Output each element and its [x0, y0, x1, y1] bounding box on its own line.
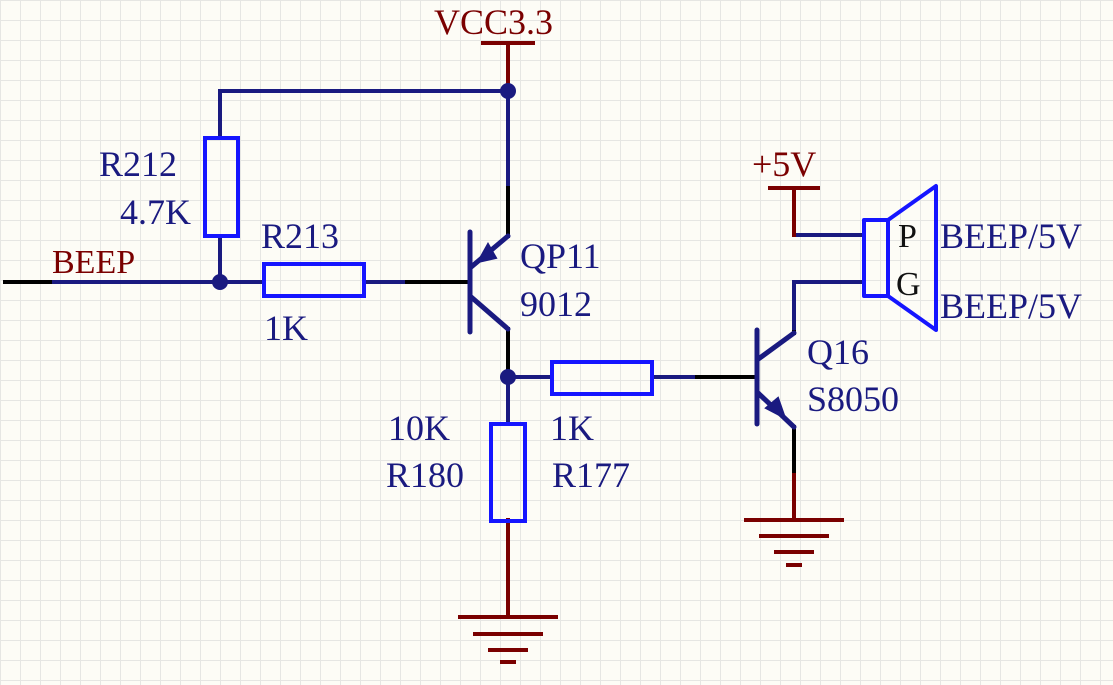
- qp11-collector-line: [467, 293, 511, 332]
- q16-value: S8050: [807, 379, 899, 419]
- r180-value: 10K: [388, 408, 450, 448]
- resistor-r212[interactable]: [203, 136, 240, 238]
- junction-beep: [212, 274, 228, 290]
- buzzer-label-g: BEEP/5V: [940, 286, 1082, 326]
- buzzer-pin-p: P: [898, 218, 917, 255]
- buzzer-horn: [886, 184, 938, 332]
- r180-ref: R180: [386, 455, 464, 495]
- p5v-label: +5V: [752, 144, 816, 184]
- r212-value: 4.7K: [120, 192, 191, 232]
- r213-value: 1K: [264, 308, 308, 348]
- q16-collector-line: [754, 330, 797, 363]
- buzzer[interactable]: [862, 184, 938, 332]
- q16-emitter-arrow: [764, 396, 787, 421]
- resistor-r177[interactable]: [550, 360, 654, 396]
- r177-ref: R177: [552, 455, 630, 495]
- r177-value: 1K: [550, 408, 594, 448]
- wires: [48, 89, 866, 426]
- power-symbols: [458, 41, 844, 664]
- junctions: [212, 83, 516, 385]
- ground-symbol-q16: [744, 473, 844, 567]
- junction-collector: [500, 369, 516, 385]
- qp11-value: 9012: [520, 284, 592, 324]
- transistor-qp11[interactable]: [467, 229, 511, 335]
- resistor-r180[interactable]: [489, 422, 527, 523]
- resistors: [203, 136, 654, 523]
- beep-net-label: BEEP: [52, 244, 135, 281]
- buzzer-pin-g: G: [896, 266, 921, 303]
- r212-ref: R212: [99, 144, 177, 184]
- junction-vcc: [500, 83, 516, 99]
- q16-ref: Q16: [807, 332, 869, 372]
- r213-ref: R213: [261, 216, 339, 256]
- qp11-emitter-arrow: [476, 241, 498, 264]
- buzzer-label-p: BEEP/5V: [940, 216, 1082, 256]
- resistor-r213[interactable]: [262, 262, 366, 298]
- transistor-q16[interactable]: [754, 327, 797, 430]
- vcc-label: VCC3.3: [434, 2, 553, 42]
- qp11-ref: QP11: [520, 236, 601, 276]
- buzzer-body: [862, 218, 890, 298]
